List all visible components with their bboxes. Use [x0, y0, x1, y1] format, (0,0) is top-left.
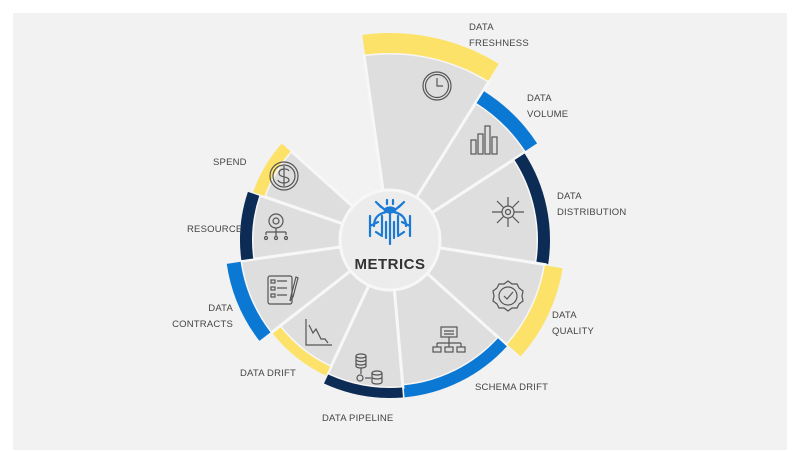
label-resource: RESOURCE: [187, 224, 243, 235]
band-data-pipeline: [323, 374, 403, 399]
band-schema-drift: [403, 338, 507, 398]
checklist-icon: [267, 275, 299, 305]
quality-badge-icon: [492, 280, 524, 312]
dollar-coin-icon: [269, 161, 299, 191]
band-data-drift: [272, 326, 331, 376]
label-data-pipeline: DATA PIPELINE: [322, 413, 394, 424]
clock-icon: [422, 71, 452, 101]
band-data-quality: [507, 265, 563, 357]
band-data-volume: [476, 91, 538, 152]
network-hub-icon: [492, 197, 524, 227]
band-data-distribution: [514, 153, 550, 265]
brain-circuit-logo-icon: [368, 198, 412, 246]
band-data-contracts: [226, 261, 271, 341]
label-spend: SPEND: [213, 157, 247, 168]
center-title: METRICS: [354, 256, 426, 273]
band-resource: [240, 191, 260, 261]
declining-chart-icon: [305, 319, 332, 346]
band-data-freshness: [362, 32, 499, 81]
label-data-drift: DATA DRIFT: [240, 368, 297, 379]
org-chart-icon: [432, 326, 466, 353]
database-pipeline-icon: [355, 353, 383, 385]
bar-chart-icon: [470, 125, 498, 155]
gear-nodes-icon: [263, 213, 289, 241]
label-schema-drift: SCHEMA DRIFT: [475, 382, 549, 393]
